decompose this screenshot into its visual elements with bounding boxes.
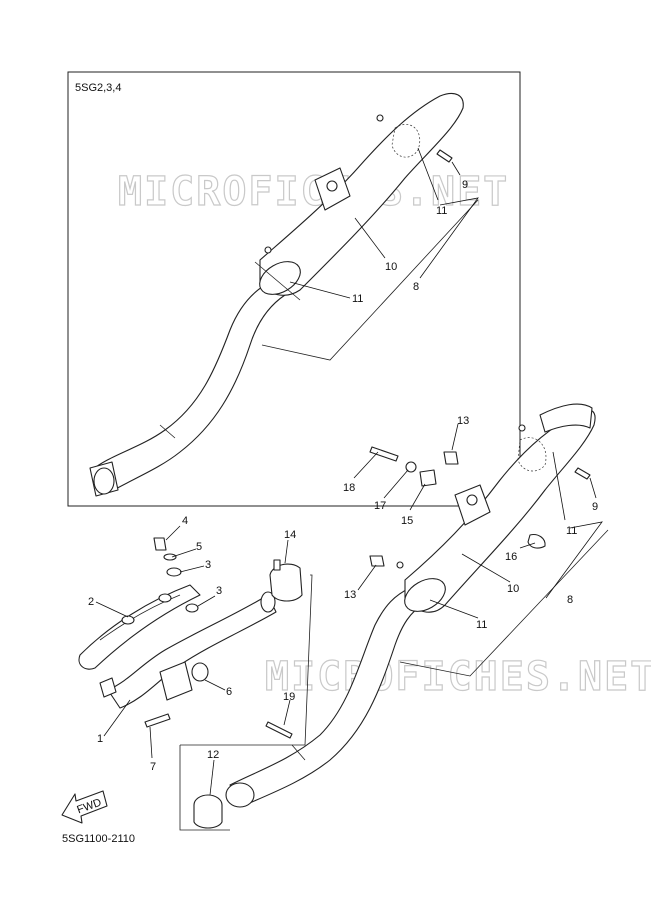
inset-muffler-assembly	[89, 92, 479, 497]
main-leaders	[353, 423, 603, 619]
callout-4: 4	[182, 515, 188, 527]
callout-8-main: 8	[567, 594, 573, 606]
left-leaders	[95, 525, 291, 796]
callout-8-inset: 8	[413, 281, 419, 293]
main-muffler-assembly	[225, 403, 609, 808]
fwd-arrow-icon: FWD	[61, 790, 108, 824]
callout-6: 6	[226, 686, 232, 698]
watermark-lower: MICROFICHES.NET	[265, 654, 651, 700]
callout-11-main-bottom: 11	[476, 619, 487, 631]
callout-7: 7	[150, 761, 156, 773]
watermark-upper: MICROFICHES.NET	[118, 169, 509, 215]
inset-frame	[67, 71, 521, 507]
callout-11-inset-top: 11	[436, 205, 447, 217]
callout-2: 2	[88, 596, 94, 608]
callout-17: 17	[374, 500, 386, 512]
callout-9-main: 9	[592, 501, 598, 513]
callout-10-main: 10	[507, 583, 519, 595]
callout-10-inset: 10	[385, 261, 397, 273]
callout-16: 16	[505, 551, 517, 563]
callout-14: 14	[284, 529, 296, 541]
callout-15: 15	[401, 515, 413, 527]
callout-19: 19	[283, 691, 295, 703]
callout-5: 5	[196, 541, 202, 553]
inset-leaders	[289, 147, 479, 299]
callout-12: 12	[207, 749, 219, 761]
callout-9-inset: 9	[462, 179, 468, 191]
callout-13-bottom: 13	[344, 589, 356, 601]
callout-13-top: 13	[457, 415, 469, 427]
callout-18: 18	[343, 482, 355, 494]
callout-3-upper: 3	[205, 559, 211, 571]
callout-3-lower: 3	[216, 585, 222, 597]
inset-model-label: 5SG2,3,4	[75, 82, 121, 94]
callout-1: 1	[97, 733, 103, 745]
callout-11-inset-bottom: 11	[352, 293, 363, 305]
callout-11-main-top: 11	[566, 525, 577, 537]
left-parts	[78, 537, 313, 831]
catalog-code: 5SG1100-2110	[62, 833, 135, 845]
